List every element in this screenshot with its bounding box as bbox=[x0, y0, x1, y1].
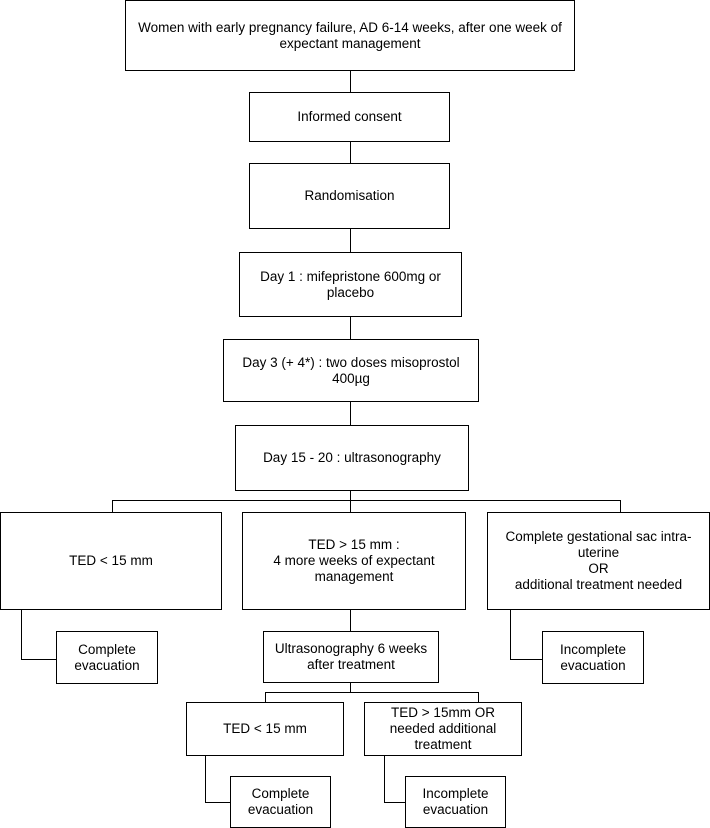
connector bbox=[112, 500, 621, 502]
ted-low-box-2: TED < 15 mm bbox=[186, 702, 344, 756]
connector bbox=[21, 609, 23, 660]
connector bbox=[350, 490, 352, 500]
connector bbox=[112, 500, 114, 512]
ted-high-line-1: TED > 15 mm : bbox=[308, 537, 400, 552]
complete-sac-box: Complete gestational sac intra- uterine … bbox=[487, 512, 710, 610]
day15-box: Day 15 - 20 : ultrasonography bbox=[235, 425, 469, 491]
connector bbox=[510, 609, 512, 660]
connector bbox=[21, 659, 56, 661]
consent-box: Informed consent bbox=[249, 92, 450, 142]
complete-sac-line-4: additional treatment needed bbox=[514, 577, 683, 592]
population-box: Women with early pregnancy failure, AD 6… bbox=[125, 0, 575, 71]
complete-evacuation-left-line-1: Complete bbox=[78, 641, 136, 657]
randomisation-label: Randomisation bbox=[304, 188, 395, 203]
ted-high-box: TED > 15 mm : 4 more weeks of expectant … bbox=[242, 512, 466, 610]
consent-label: Informed consent bbox=[297, 109, 402, 124]
connector bbox=[350, 316, 352, 339]
day3-line-1: Day 3 (+ 4*) : two doses misoprostol bbox=[242, 354, 460, 370]
ultrasound-6w-line-1: Ultrasonography 6 weeks bbox=[274, 641, 428, 656]
day3-line-2: 400µg bbox=[332, 370, 370, 386]
incomplete-evacuation-bottom-line-1: Incomplete bbox=[422, 786, 489, 801]
ted-high-2-line-3: treatment bbox=[414, 737, 472, 752]
connector bbox=[620, 500, 622, 512]
connector bbox=[350, 609, 352, 631]
ted-low-box: TED < 15 mm bbox=[0, 512, 222, 610]
connector bbox=[510, 659, 542, 661]
complete-evacuation-box-left: Complete evacuation bbox=[56, 631, 158, 684]
day1-line-1: Day 1 : mifepristone 600mg or bbox=[260, 268, 441, 284]
connector bbox=[350, 70, 352, 92]
complete-sac-line-1: Complete gestational sac intra- bbox=[505, 529, 692, 544]
ted-high-line-2: 4 more weeks of expectant bbox=[273, 553, 435, 568]
connector bbox=[350, 682, 352, 693]
connector bbox=[265, 692, 479, 694]
incomplete-evacuation-right-line-1: Incomplete bbox=[559, 641, 627, 657]
complete-sac-line-2: uterine bbox=[577, 545, 620, 560]
connector bbox=[265, 692, 267, 702]
connector bbox=[384, 755, 386, 803]
connector bbox=[384, 802, 405, 804]
complete-evacuation-bottom-line-1: Complete bbox=[251, 786, 310, 801]
ted-low-2-label: TED < 15 mm bbox=[223, 721, 307, 736]
ted-high-2-line-1: TED > 15mm OR bbox=[391, 705, 495, 720]
ultrasound-6w-line-2: after treatment bbox=[307, 657, 395, 672]
ultrasound-6-weeks-box: Ultrasonography 6 weeks after treatment bbox=[263, 631, 439, 683]
ted-high-box-2: TED > 15mm OR needed additional treatmen… bbox=[364, 702, 522, 756]
incomplete-evacuation-box-bottom: Incomplete evacuation bbox=[405, 776, 506, 828]
ted-low-label: TED < 15 mm bbox=[69, 553, 153, 568]
day3-box: Day 3 (+ 4*) : two doses misoprostol 400… bbox=[223, 339, 479, 402]
connector bbox=[205, 802, 230, 804]
complete-evacuation-bottom-line-2: evacuation bbox=[247, 802, 314, 817]
connector bbox=[350, 500, 352, 512]
incomplete-evacuation-bottom-line-2: evacuation bbox=[422, 802, 489, 817]
incomplete-evacuation-right-line-2: evacuation bbox=[560, 657, 626, 673]
connector bbox=[205, 755, 207, 803]
day1-line-2: placebo bbox=[326, 284, 375, 300]
connector bbox=[350, 228, 352, 252]
day1-box: Day 1 : mifepristone 600mg or placebo bbox=[239, 252, 462, 317]
ted-high-line-3: management bbox=[314, 569, 394, 584]
incomplete-evacuation-box-right: Incomplete evacuation bbox=[542, 631, 644, 684]
population-line-2: expectant management bbox=[279, 35, 421, 51]
connector bbox=[478, 692, 480, 702]
day15-label: Day 15 - 20 : ultrasonography bbox=[263, 450, 441, 465]
population-line-1: Women with early pregnancy failure, AD 6… bbox=[138, 19, 562, 35]
connector bbox=[350, 401, 352, 425]
randomisation-box: Randomisation bbox=[249, 163, 450, 229]
complete-evacuation-left-line-2: evacuation bbox=[74, 657, 140, 673]
complete-sac-line-3: OR bbox=[588, 561, 609, 576]
complete-evacuation-box-bottom: Complete evacuation bbox=[230, 776, 331, 828]
ted-high-2-line-2: needed additional bbox=[389, 721, 497, 736]
connector bbox=[350, 141, 352, 163]
